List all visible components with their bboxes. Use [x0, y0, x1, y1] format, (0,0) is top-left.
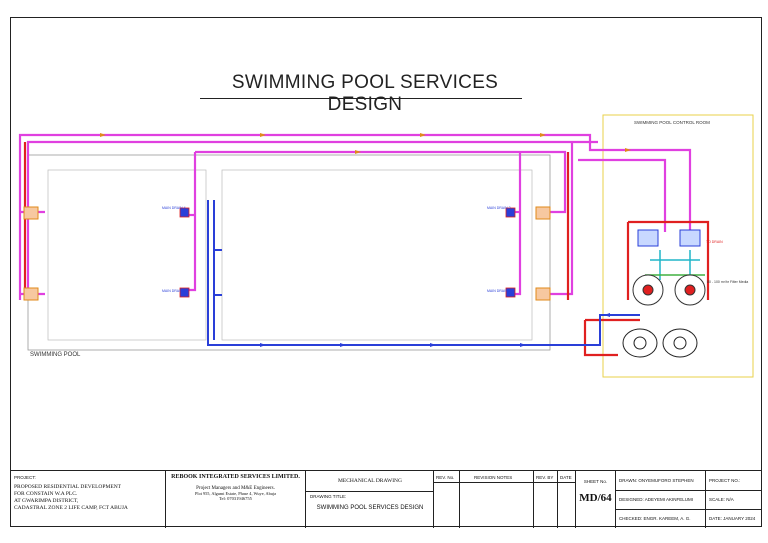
- drawn-by: DRAWN: ONYEMUFORO STEPHEN: [619, 478, 694, 483]
- pool-deep-outline: [221, 169, 533, 341]
- control-room-outline: [602, 114, 754, 378]
- project-line-4: CADASTRAL ZONE 2 LIFE CAMP, FCT ABUJA: [14, 505, 128, 511]
- red-pipe-network: [23, 142, 710, 357]
- to-drain-label: TO DRAIN: [706, 240, 723, 244]
- company-sub: Project Managers and M&E Engineers.: [196, 486, 275, 491]
- date-value: DATE: JANUARY 2024: [709, 516, 756, 521]
- company-tel: Tel: 07031946755: [219, 496, 252, 501]
- pool-shallow-outline: [47, 169, 207, 341]
- revision-notes-header: REVISION NOTES: [474, 475, 513, 480]
- company-cell: REBOOK INTEGRATED SERVICES LIMITED. Proj…: [166, 471, 306, 528]
- drawing-cell: MECHANICAL DRAWING DRAWING TITLE: SWIMMI…: [306, 471, 434, 528]
- rev-by-cell: REV. BY: [534, 471, 558, 528]
- project-line-2: FOR CONSTAIN W.A PLC.: [14, 491, 78, 497]
- magenta-pipe-network: [18, 133, 692, 300]
- main-drain-2-label: MAIN DRAIN 2: [487, 206, 511, 210]
- designed-by: DESIGNED: ADEYEMI AKINFELUMI: [619, 497, 694, 502]
- return-flow-arrows: [260, 313, 610, 347]
- project-lines: PROPOSED RESIDENTIAL DEVELOPMENT FOR CON…: [14, 484, 161, 512]
- main-drain-1-label: MAIN DRAIN 1: [487, 289, 511, 293]
- filter-symbols: [632, 274, 706, 306]
- date-header: DATE: [560, 475, 572, 480]
- date-cell: DATE: [558, 471, 576, 528]
- pump-symbols: [637, 229, 701, 247]
- drain-tank-symbols: [622, 328, 698, 358]
- project-cell: PROJECT: PROPOSED RESIDENTIAL DEVELOPMEN…: [10, 471, 166, 528]
- project-no: PROJECT NO.:: [709, 478, 741, 483]
- meta-cell: PROJECT NO.: SCALE: N/A DATE: JANUARY 20…: [706, 471, 762, 528]
- flow-arrows: [100, 133, 631, 154]
- pool-outline: [27, 154, 551, 351]
- divider: [706, 490, 762, 491]
- sheet-no-value: MD/64: [579, 492, 612, 504]
- drawing-title-label: DRAWING TITLE:: [310, 494, 347, 499]
- pool-label: SWIMMING POOL: [30, 352, 81, 358]
- revision-notes-cell: REVISION NOTES: [460, 471, 534, 528]
- project-line-3: AT GWARIMPA DISTRICT,: [14, 498, 79, 504]
- scale: SCALE: N/A: [709, 497, 734, 502]
- rev-by-header: REV. BY: [536, 475, 554, 480]
- drawing-title-value: SWIMMING POOL SERVICES DESIGN: [316, 505, 424, 511]
- skimmer-symbols: [23, 206, 551, 301]
- divider: [616, 490, 706, 491]
- blue-pipe-network: [207, 200, 640, 346]
- rev-header-line: [434, 482, 576, 483]
- company-name: REBOOK INTEGRATED SERVICES LIMITED.: [171, 474, 300, 480]
- drawing-type: MECHANICAL DRAWING: [338, 478, 402, 484]
- people-cell: DRAWN: ONYEMUFORO STEPHEN DESIGNED: ADEY…: [616, 471, 706, 528]
- main-drain-3-label: MAIN DRAIN 3: [162, 289, 186, 293]
- rev-no-cell: REV. No.: [434, 471, 460, 528]
- title-block: PROJECT: PROPOSED RESIDENTIAL DEVELOPMEN…: [10, 470, 762, 528]
- drawing-title: SWIMMING POOL SERVICES DESIGN: [231, 72, 499, 115]
- project-heading: PROJECT:: [14, 475, 36, 480]
- drawing-sheet: [10, 17, 762, 527]
- main-drain-4-label: MAIN DRAIN 4: [162, 206, 186, 210]
- project-line-1: PROPOSED RESIDENTIAL DEVELOPMENT: [14, 484, 122, 490]
- sheet-no-cell: SHEET No. MD/64: [576, 471, 616, 528]
- sheet-no-label: SHEET No.: [583, 479, 608, 484]
- company-address: Plot 955, Algumi Estate, Phase 4, Wuye, …: [194, 491, 277, 496]
- filter-note-label: 80 - 100 m³/hr Filter Media: [707, 280, 749, 284]
- divider: [616, 509, 706, 510]
- control-room-label: SWIMMING POOL CONTROL ROOM: [634, 120, 710, 125]
- rev-no-header: REV. No.: [436, 475, 455, 480]
- title-underline: [200, 98, 522, 99]
- divider: [706, 509, 762, 510]
- main-drain-symbols: [179, 207, 516, 298]
- divider: [306, 491, 434, 492]
- checked-by: CHECKED: ENGR. KAREEM, A. G.: [619, 516, 691, 521]
